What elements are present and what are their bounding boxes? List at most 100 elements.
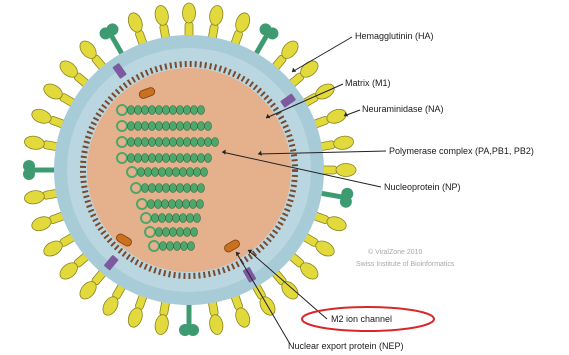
nucleoprotein-bead <box>145 168 152 177</box>
nucleoprotein-bead <box>149 154 156 163</box>
nucleoprotein-bead <box>188 242 195 251</box>
nucleoprotein-bead <box>170 106 177 115</box>
nucleoprotein-bead <box>135 154 142 163</box>
ha-head <box>23 189 45 205</box>
nucleoprotein-bead <box>156 122 163 131</box>
nucleoprotein-bead <box>177 154 184 163</box>
nucleoprotein-bead <box>149 122 156 131</box>
nucleoprotein-bead <box>142 138 149 147</box>
nucleoprotein-bead <box>170 138 177 147</box>
nucleoprotein-bead <box>155 200 162 209</box>
nucleoprotein-bead <box>198 106 205 115</box>
nucleoprotein-bead <box>184 228 191 237</box>
nucleoprotein-bead <box>170 184 177 193</box>
nucleoprotein-bead <box>156 154 163 163</box>
ha-head <box>336 164 356 177</box>
nucleoprotein-bead <box>156 106 163 115</box>
nucleoprotein-bead <box>194 214 201 223</box>
nucleoprotein-bead <box>163 184 170 193</box>
nucleoprotein-bead <box>128 138 135 147</box>
nucleoprotein-bead <box>191 106 198 115</box>
nucleoprotein-bead <box>128 106 135 115</box>
nucleoprotein-bead <box>163 122 170 131</box>
nucleoprotein-bead <box>162 200 169 209</box>
nucleoprotein-bead <box>194 168 201 177</box>
label-neuraminidase: Neuraminidase (NA) <box>362 104 444 114</box>
nucleoprotein-bead <box>184 138 191 147</box>
nucleoprotein-bead <box>177 228 184 237</box>
nucleoprotein-bead <box>128 154 135 163</box>
nucleoprotein-bead <box>180 214 187 223</box>
nucleoprotein-bead <box>135 138 142 147</box>
nucleoprotein-bead <box>128 122 135 131</box>
nucleoprotein-bead <box>159 168 166 177</box>
nucleoprotein-bead <box>138 168 145 177</box>
ha-head <box>154 314 170 336</box>
label-m2-ion-channel: M2 ion channel <box>331 314 392 324</box>
leader-line <box>292 37 352 72</box>
nucleoprotein-bead <box>166 214 173 223</box>
ha-head <box>183 3 196 23</box>
nucleoprotein-bead <box>152 168 159 177</box>
label-nuclear-export-protein: Nuclear export protein (NEP) <box>288 341 404 351</box>
rnp-segment <box>127 167 208 177</box>
nucleoprotein-bead <box>160 242 167 251</box>
nucleoprotein-bead <box>187 168 194 177</box>
nucleoprotein-bead <box>198 154 205 163</box>
label-hemagglutinin: Hemagglutinin (HA) <box>355 31 434 41</box>
ha-head <box>208 4 224 26</box>
label-matrix: Matrix (M1) <box>345 78 391 88</box>
nucleoprotein-bead <box>197 200 204 209</box>
nucleoprotein-bead <box>184 154 191 163</box>
nucleoprotein-bead <box>184 184 191 193</box>
nucleoprotein-bead <box>142 154 149 163</box>
nucleoprotein-bead <box>156 228 163 237</box>
credit-line-2: Swiss Institute of Bioinformatics <box>356 260 454 269</box>
nucleoprotein-bead <box>184 106 191 115</box>
nucleoprotein-bead <box>166 168 173 177</box>
nucleoprotein-bead <box>135 122 142 131</box>
nucleoprotein-bead <box>191 122 198 131</box>
nucleoprotein-bead <box>184 122 191 131</box>
nucleoprotein-bead <box>163 228 170 237</box>
nucleoprotein-bead <box>163 138 170 147</box>
nucleoprotein-bead <box>205 138 212 147</box>
nucleoprotein-bead <box>170 154 177 163</box>
nucleoprotein-bead <box>163 154 170 163</box>
nucleoprotein-bead <box>176 200 183 209</box>
nucleoprotein-bead <box>167 242 174 251</box>
nucleoprotein-bead <box>191 184 198 193</box>
ha-head <box>333 135 355 151</box>
nucleoprotein-bead <box>142 184 149 193</box>
ha-head <box>208 314 224 336</box>
nucleoprotein-bead <box>191 138 198 147</box>
label-nucleoprotein: Nucleoprotein (NP) <box>384 182 461 192</box>
na-head <box>23 160 35 172</box>
nucleoprotein-bead <box>152 214 159 223</box>
nucleoprotein-bead <box>198 184 205 193</box>
nucleoprotein-bead <box>187 214 194 223</box>
nucleoprotein-bead <box>148 200 155 209</box>
nucleoprotein-bead <box>170 228 177 237</box>
nucleoprotein-bead <box>169 200 176 209</box>
na-head <box>179 324 191 336</box>
nucleoprotein-bead <box>135 106 142 115</box>
nucleoprotein-bead <box>163 106 170 115</box>
nucleoprotein-bead <box>173 214 180 223</box>
nucleoprotein-bead <box>177 138 184 147</box>
nucleoprotein-bead <box>156 184 163 193</box>
nucleoprotein-bead <box>205 154 212 163</box>
nucleoprotein-bead <box>191 154 198 163</box>
nucleoprotein-bead <box>212 138 219 147</box>
nucleoprotein-bead <box>170 122 177 131</box>
label-polymerase-complex: Polymerase complex (PA,PB1, PB2) <box>389 146 534 156</box>
nucleoprotein-bead <box>149 184 156 193</box>
nucleoprotein-bead <box>177 106 184 115</box>
nucleoprotein-bead <box>149 106 156 115</box>
leader-arrowhead <box>290 68 296 74</box>
nucleoprotein-bead <box>191 228 198 237</box>
nucleoprotein-bead <box>190 200 197 209</box>
nucleoprotein-bead <box>198 138 205 147</box>
nucleoprotein-bead <box>201 168 208 177</box>
